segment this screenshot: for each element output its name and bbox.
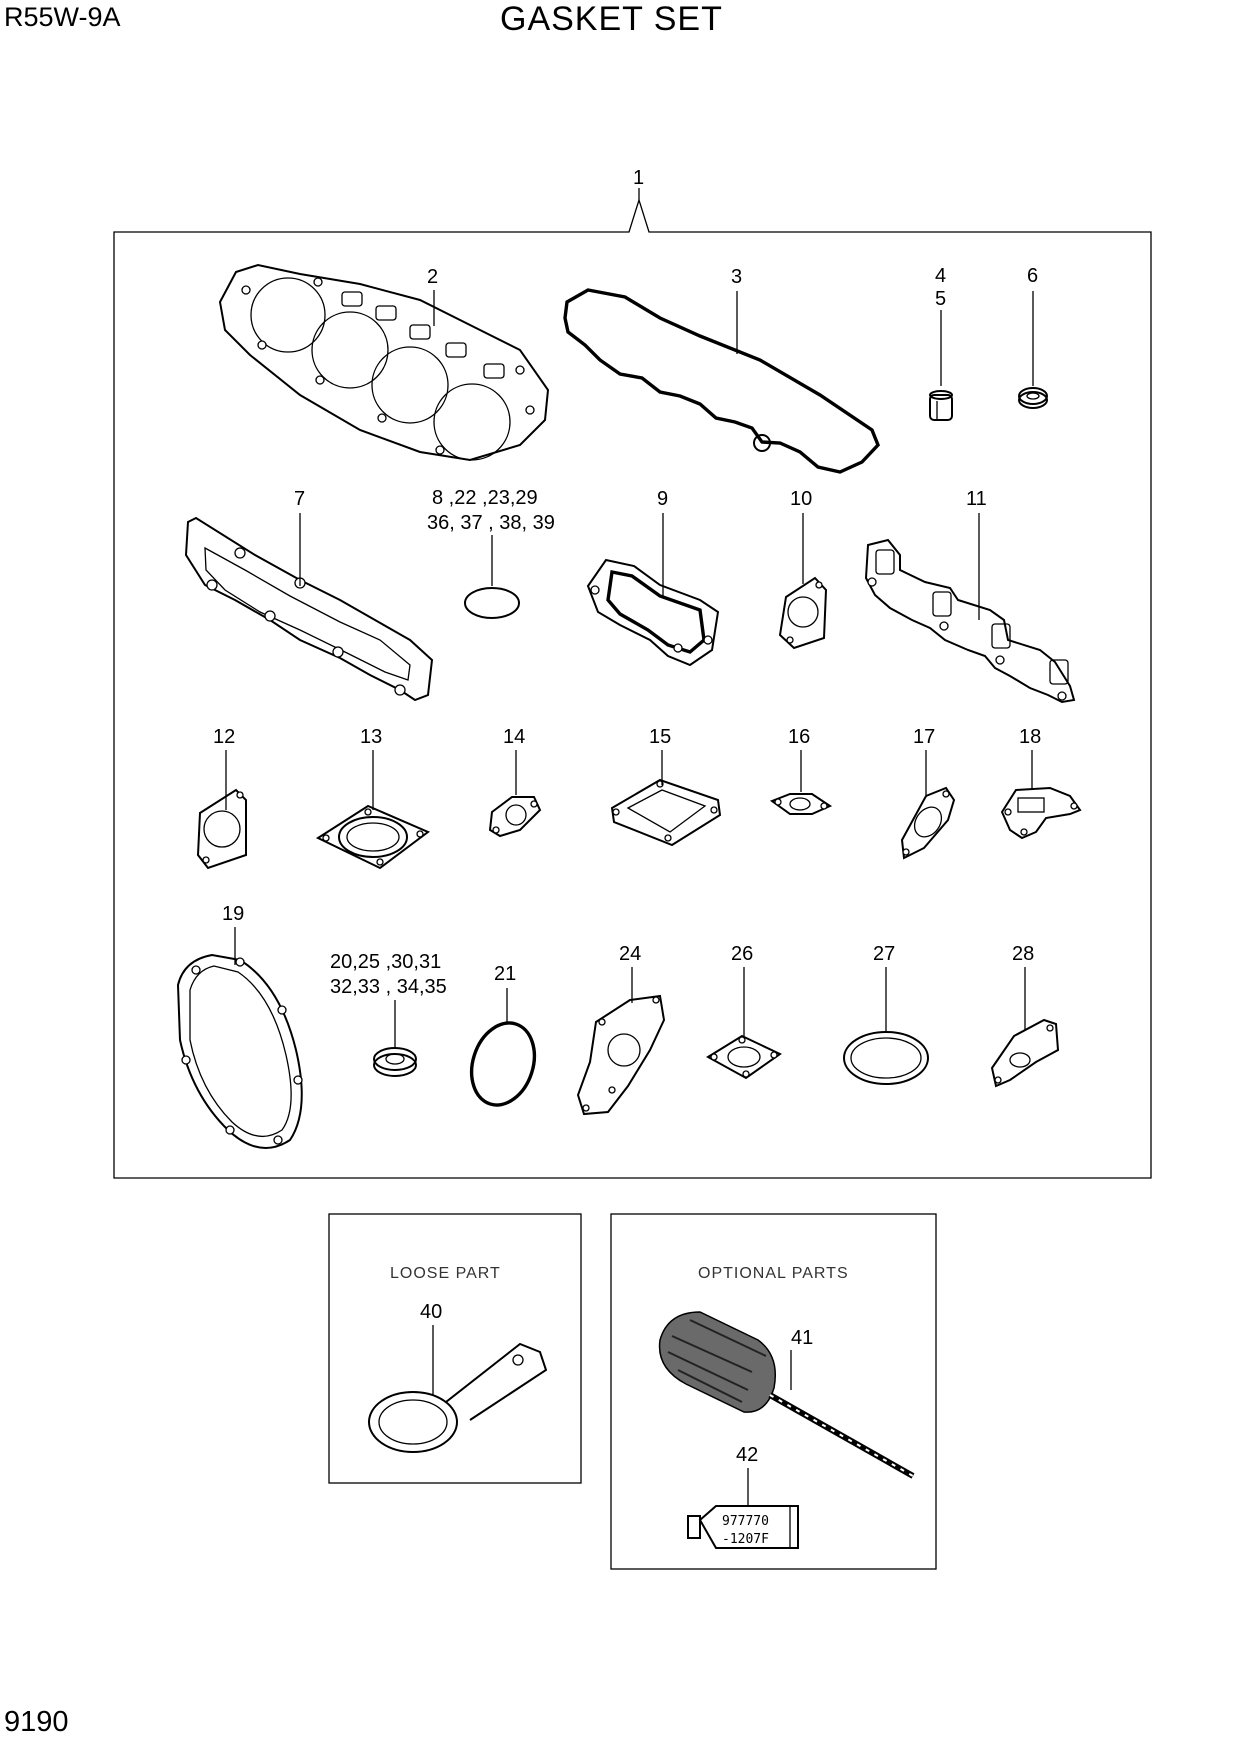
seal-washer-20 <box>373 1047 417 1077</box>
gasket-19 <box>176 953 303 1149</box>
sealant-tube <box>687 1505 799 1549</box>
gasket-16 <box>769 793 833 815</box>
callout-14: 14 <box>503 726 525 748</box>
page-title: GASKET SET <box>500 0 723 38</box>
callout-10: 10 <box>790 488 812 510</box>
callout-17: 17 <box>913 726 935 748</box>
callout-26: 26 <box>731 943 753 965</box>
optional-parts-frame <box>610 1213 937 1570</box>
callout-4: 4 <box>935 265 946 287</box>
callout-40: 40 <box>420 1301 442 1323</box>
callout-24: 24 <box>619 943 641 965</box>
callout-9: 9 <box>657 488 668 510</box>
callout-2: 2 <box>427 266 438 288</box>
callout-18: 18 <box>1019 726 1041 748</box>
callout-13: 13 <box>360 726 382 748</box>
head-cover-gasket <box>563 288 880 474</box>
callout-19: 19 <box>222 903 244 925</box>
gasket-17 <box>900 786 956 860</box>
callout-11: 11 <box>966 488 987 510</box>
o-ring-21 <box>469 1021 537 1107</box>
loose-part-frame <box>328 1213 582 1484</box>
optional-parts-title: OPTIONAL PARTS <box>698 1265 849 1282</box>
model-number: R55W-9A <box>4 2 121 32</box>
callout-42: 42 <box>736 1444 758 1466</box>
gasket-15 <box>610 778 722 847</box>
callout-5: 5 <box>935 288 946 310</box>
gasket-9 <box>586 558 720 667</box>
callout-27: 27 <box>873 943 895 965</box>
filter-wrench <box>368 1342 548 1453</box>
callout-8-group-line1: 8 ,22 ,23,29 <box>432 487 538 509</box>
callout-16: 16 <box>788 726 810 748</box>
cylinder-hone-brush <box>658 1311 915 1479</box>
cylinder-head-gasket <box>218 263 550 462</box>
callout-12: 12 <box>213 726 235 748</box>
loose-part-title: LOOSE PART <box>390 1265 501 1282</box>
gasket-27 <box>843 1031 929 1085</box>
callout-20-group-line2: 32,33 , 34,35 <box>330 976 447 998</box>
seal-washer <box>1018 387 1048 409</box>
callout-28: 28 <box>1012 943 1034 965</box>
callout-20-group-line1: 20,25 ,30,31 <box>330 951 441 973</box>
tube-code-line1: 977770 <box>722 1514 769 1529</box>
callout-3: 3 <box>731 266 742 288</box>
valve-stem-seal <box>929 390 953 421</box>
callout-21: 21 <box>494 963 516 985</box>
callout-1: 1 <box>633 167 644 189</box>
gasket-set-frame <box>113 188 1152 1179</box>
callout-8-group-line2: 36, 37 , 38, 39 <box>427 512 555 534</box>
callout-41: 41 <box>791 1327 813 1349</box>
gasket-18 <box>1000 786 1082 840</box>
callout-6: 6 <box>1027 265 1038 287</box>
callout-15: 15 <box>649 726 671 748</box>
o-ring <box>464 587 520 619</box>
gasket-26 <box>706 1034 782 1080</box>
gasket-28 <box>990 1018 1060 1088</box>
callout-7: 7 <box>294 488 305 510</box>
page-number: 9190 <box>4 1706 69 1738</box>
intake-manifold-gasket <box>184 516 434 702</box>
tube-code-line2: -1207F <box>722 1532 769 1547</box>
gasket-24 <box>576 994 666 1116</box>
gasket-10 <box>778 576 828 650</box>
gasket-14 <box>488 796 542 838</box>
gasket-13 <box>315 804 430 870</box>
exhaust-manifold-gasket <box>864 538 1076 704</box>
gasket-12 <box>196 788 247 870</box>
